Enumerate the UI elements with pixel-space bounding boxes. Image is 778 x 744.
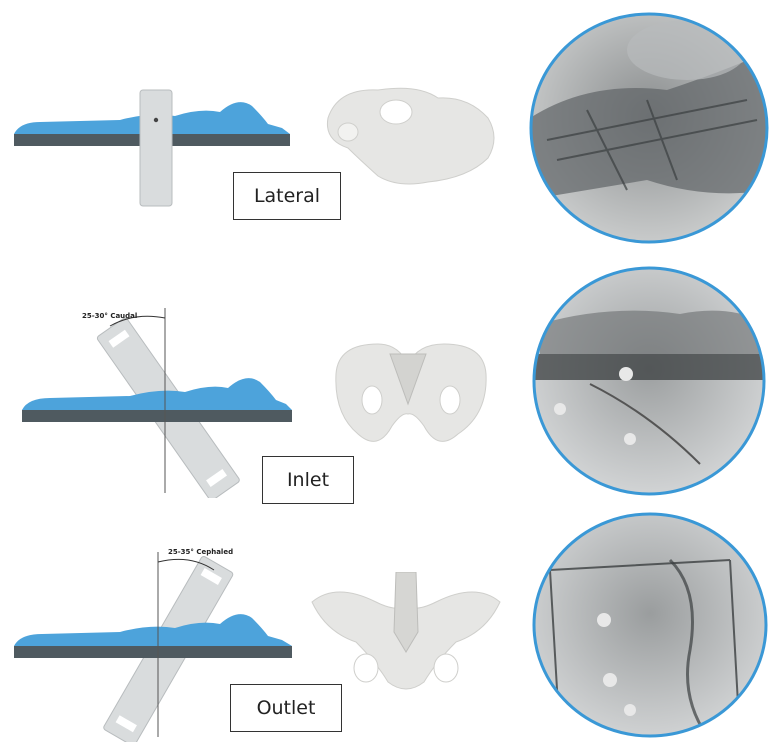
angle-caption-inlet: 25-30° Caudal [82,312,137,320]
angle-caption-outlet: 25-35° Cephaled [168,548,233,556]
view-row-lateral: Lateral [0,0,778,248]
beam-center-icon [154,118,158,122]
fluoroscopy-image-lateral-icon [527,10,771,246]
view-label-outlet: Outlet [230,684,342,732]
view-label-lateral: Lateral [233,172,341,220]
fluoroscopy-image-inlet-icon [530,264,768,498]
operating-table [14,646,292,658]
pelvis-inlet-icon [328,334,494,454]
operating-table [22,410,292,422]
patient-positioning-inlet: 25-30° Caudal [0,298,300,498]
pelvis-outlet-icon [306,572,506,702]
view-row-inlet: 25-30° Caudal Inlet [0,248,778,496]
c-arm-detector-icon [140,90,172,206]
view-row-outlet: 25-35° Cephaled Outlet [0,496,778,744]
pelvis-lateral-icon [318,78,508,188]
patient-silhouette [14,614,292,646]
fluoroscopy-image-outlet-icon [530,510,770,740]
